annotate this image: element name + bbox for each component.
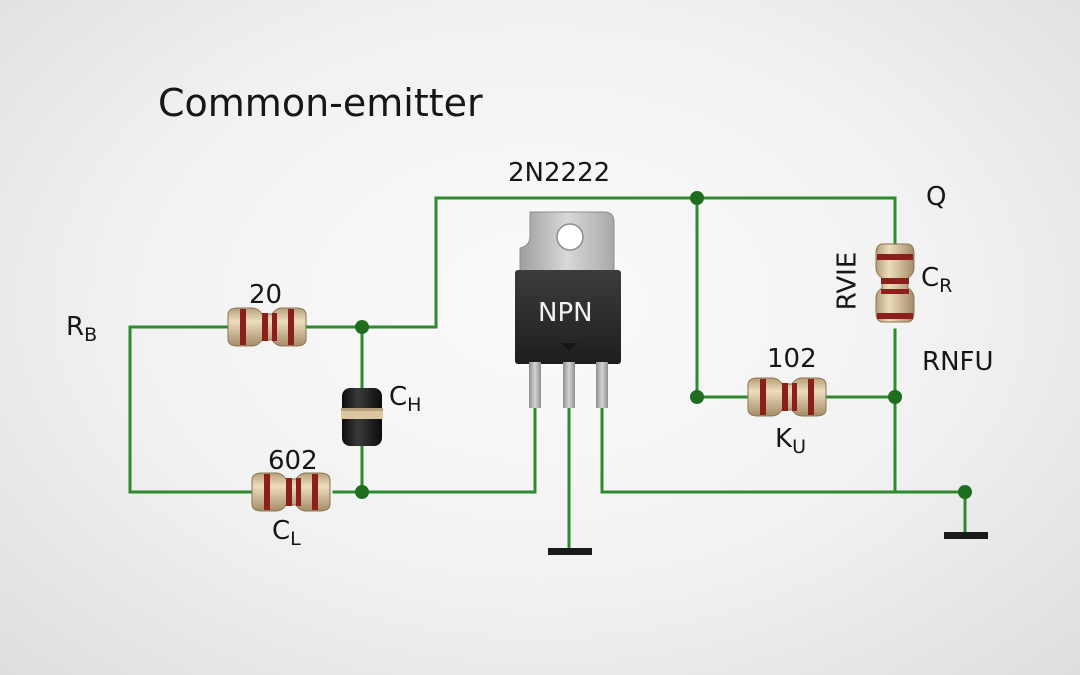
wire-collector-right bbox=[600, 404, 967, 534]
cl-label: CL bbox=[272, 516, 301, 550]
node-mid-left bbox=[690, 390, 704, 404]
r20-value-label: 20 bbox=[249, 280, 283, 310]
node-mid-right bbox=[888, 390, 902, 404]
ch-label: CH bbox=[389, 382, 422, 416]
rvie-label: RVIE bbox=[832, 251, 863, 311]
q-label: Q bbox=[926, 182, 947, 212]
diagram-title: Common-emitter bbox=[158, 81, 483, 125]
resistor-r602 bbox=[251, 472, 331, 512]
cr-label: CR bbox=[921, 263, 953, 297]
transistor-leg-base bbox=[529, 362, 541, 408]
ku-label: KU bbox=[775, 424, 806, 458]
wire-node-to-top-rail bbox=[360, 196, 897, 329]
transistor-body bbox=[515, 270, 621, 364]
resistor-r102 bbox=[747, 377, 827, 417]
wire-left-loop bbox=[128, 325, 254, 494]
node-top-rail bbox=[690, 191, 704, 205]
transistor-leg-emitter bbox=[563, 362, 575, 408]
r102-value-label: 102 bbox=[767, 344, 817, 374]
transistor-type-label: NPN bbox=[538, 298, 593, 328]
nodes bbox=[355, 191, 972, 499]
node-left-top bbox=[355, 320, 369, 334]
wire-top-node-down bbox=[695, 196, 750, 399]
resistor-cr bbox=[875, 243, 915, 323]
wire-to-base bbox=[360, 404, 537, 494]
node-ground-right bbox=[958, 485, 972, 499]
node-left-bottom bbox=[355, 485, 369, 499]
ground-symbol-emitter bbox=[548, 548, 592, 555]
ground-symbol-right bbox=[944, 532, 988, 539]
rb-label: RB bbox=[66, 312, 98, 346]
transistor-leg-collector bbox=[596, 362, 608, 408]
r602-value-label: 602 bbox=[268, 446, 318, 476]
transistor-npn bbox=[515, 211, 621, 408]
capacitor-ch bbox=[341, 388, 383, 446]
transistor-mount-hole bbox=[556, 223, 584, 251]
wires bbox=[128, 196, 967, 550]
resistor-r20 bbox=[227, 307, 307, 347]
rnfu-label: RNFU bbox=[922, 347, 994, 377]
transistor-part-label: 2N2222 bbox=[508, 158, 611, 188]
